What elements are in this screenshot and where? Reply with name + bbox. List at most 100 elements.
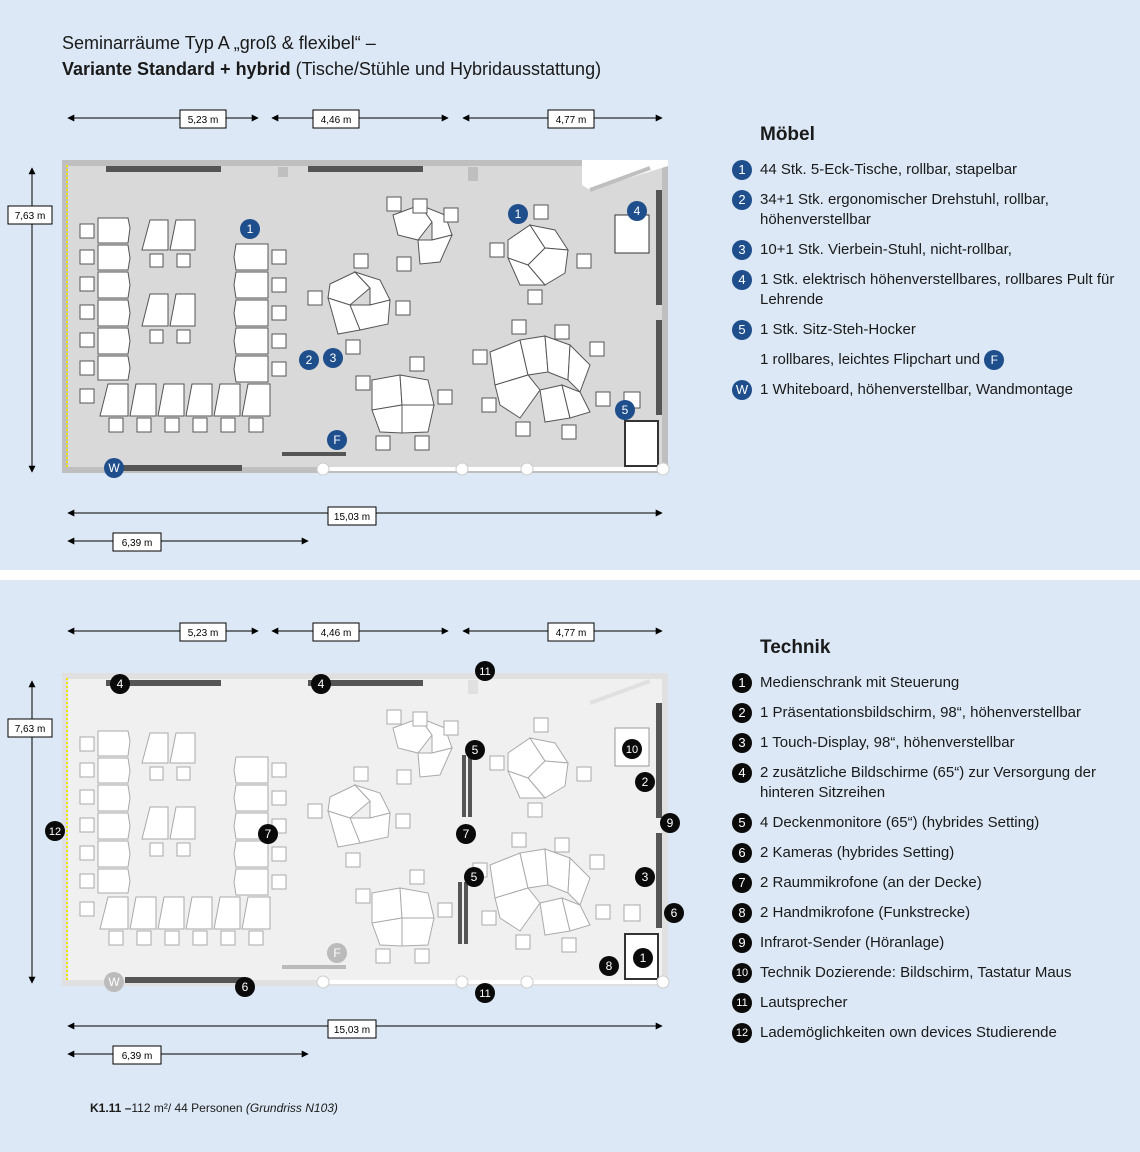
room-info-footer: K1.11 –112 m²/ 44 Personen (Grundriss N1… (90, 1101, 338, 1115)
technik-text-9: Infrarot-Sender (Höranlage) (760, 934, 945, 951)
moebel-badge-7: W (732, 380, 752, 401)
marker-tw: W (104, 972, 124, 992)
dimension-labels: 5,23 m 4,46 m 4,77 m 7,63 m 15,03 m 6,39… (7, 109, 595, 552)
door-markers (316, 462, 670, 476)
table-cluster-5 (472, 319, 641, 440)
technik-text-1: Medienschrank mit Steuerung (760, 674, 960, 691)
moebel-badge-4: 4 (732, 270, 752, 290)
marker-4: 4 (627, 201, 647, 221)
technik-item-1: 1 Medienschrank mit Steuerung (732, 673, 1127, 693)
dim-label-sub: 6,39 m (122, 1051, 153, 1062)
svg-text:F: F (333, 946, 340, 960)
dim-label-seg1: 5,23 m (188, 115, 219, 126)
technik-badge-11: 11 (732, 993, 752, 1013)
moebel-text-3: 10+1 Stk. Vierbein-Stuhl, nicht-rollbar, (760, 241, 1012, 258)
dim-label-seg1: 5,23 m (188, 628, 219, 639)
technik-item-6: 6 2 Kameras (hybrides Setting) (732, 843, 1127, 863)
moebel-text-7: 1 Whiteboard, höhenverstellbar, Wandmont… (760, 381, 1073, 399)
svg-text:6: 6 (671, 906, 678, 920)
svg-text:4: 4 (117, 677, 124, 691)
svg-text:1: 1 (515, 207, 522, 221)
marker-t11b: 11 (475, 983, 495, 1003)
marker-t6b: 6 (235, 977, 255, 997)
marker-t11a: 11 (475, 661, 495, 681)
dim-label-total: 15,03 m (334, 1025, 370, 1036)
technik-badge-8: 8 (732, 903, 752, 923)
moebel-item-4: 4 1 Stk. elektrisch höhenverstellbares, r… (732, 270, 1127, 310)
svg-text:10: 10 (626, 744, 638, 756)
technik-badge-4: 4 (732, 763, 752, 783)
dim-label-seg2: 4,46 m (321, 628, 352, 639)
svg-text:W: W (108, 461, 120, 475)
marker-w: W (104, 458, 124, 478)
svg-text:11: 11 (479, 666, 490, 678)
table-cluster-2 (386, 196, 459, 272)
technik-badge-6: 6 (732, 843, 752, 863)
marker-t5a: 5 (465, 740, 485, 760)
dim-label-seg2: 4,46 m (321, 115, 352, 126)
svg-text:1: 1 (247, 222, 254, 236)
technik-text-4: 2 zusätzliche Bildschirme (65“) zur Vers… (760, 764, 1096, 801)
moebel-text-5: 1 Stk. Sitz-Steh-Hocker (760, 321, 916, 338)
table-row-bottom (99, 383, 271, 433)
plan-markers-moebel: 1 1 2 3 4 5 F W (104, 201, 647, 478)
floor-plan-reference: (Grundriss N103) (245, 1101, 338, 1115)
marker-t2: 2 (635, 772, 655, 792)
marker-t7b: 7 (456, 824, 476, 844)
table-group-inner (141, 219, 196, 344)
dim-label-seg3: 4,77 m (556, 115, 587, 126)
dim-label-seg3: 4,77 m (556, 628, 587, 639)
svg-text:5: 5 (471, 870, 478, 884)
svg-text:3: 3 (642, 870, 649, 884)
marker-t10: 10 (622, 739, 642, 759)
marker-t4b: 4 (311, 674, 331, 694)
table-cluster-1 (307, 253, 411, 355)
table-cluster-4 (355, 356, 453, 451)
moebel-text-6: 1 rollbares, leichtes Flipchart und (760, 351, 981, 368)
technik-item-9: 9 Infrarot-Sender (Höranlage) (732, 933, 1127, 953)
svg-text:9: 9 (667, 816, 674, 830)
svg-text:5: 5 (472, 743, 479, 757)
svg-text:F: F (333, 433, 340, 447)
title-line-1: Seminarräume Typ A „groß & flexibel“ – (62, 33, 376, 53)
table-column-left (79, 217, 131, 404)
plan-markers-technik: 4 4 11 5 5 7 7 10 2 9 3 6 1 8 11 6 12 F … (45, 661, 684, 1003)
svg-text:6: 6 (242, 980, 249, 994)
svg-text:12: 12 (49, 826, 61, 838)
moebel-text-4: 1 Stk. elektrisch höhenverstellbares, ro… (760, 271, 1115, 308)
technik-text-2: 1 Präsentationsbildschirm, 98“, höhenver… (760, 704, 1081, 721)
svg-text:4: 4 (634, 204, 641, 218)
technik-badge-5: 5 (732, 813, 752, 833)
moebel-heading: Möbel (760, 124, 815, 145)
technik-badge-7: 7 (732, 873, 752, 893)
dim-label-total: 15,03 m (334, 512, 370, 523)
technik-text-6: 2 Kameras (hybrides Setting) (760, 844, 955, 861)
marker-t6a: 6 (664, 903, 684, 923)
marker-t5b: 5 (464, 867, 484, 887)
marker-3: 3 (323, 348, 343, 368)
dimension-labels-technik: 5,23 m 4,46 m 4,77 m 7,63 m 15,03 m 6,39… (7, 622, 595, 1065)
svg-text:3: 3 (330, 351, 337, 365)
technik-badge-2: 2 (732, 703, 752, 723)
technik-badge-1: 1 (732, 673, 752, 693)
marker-t8: 8 (599, 956, 619, 976)
marker-2: 2 (299, 350, 319, 370)
technik-text-3: 1 Touch-Display, 98“, höhenverstellbar (760, 734, 1015, 751)
technik-badge-10: 10 (732, 963, 752, 983)
technik-badge-9: 9 (732, 933, 752, 953)
marker-t1: 1 (633, 948, 653, 968)
flipchart-badge: F (984, 350, 1005, 371)
title-line-2: Variante Standard + hybrid (Tische/Stühl… (62, 59, 601, 80)
technik-item-4: 4 2 zusätzliche Bildschirme (65“) zur Ver… (732, 763, 1127, 803)
marker-f: F (327, 430, 347, 450)
